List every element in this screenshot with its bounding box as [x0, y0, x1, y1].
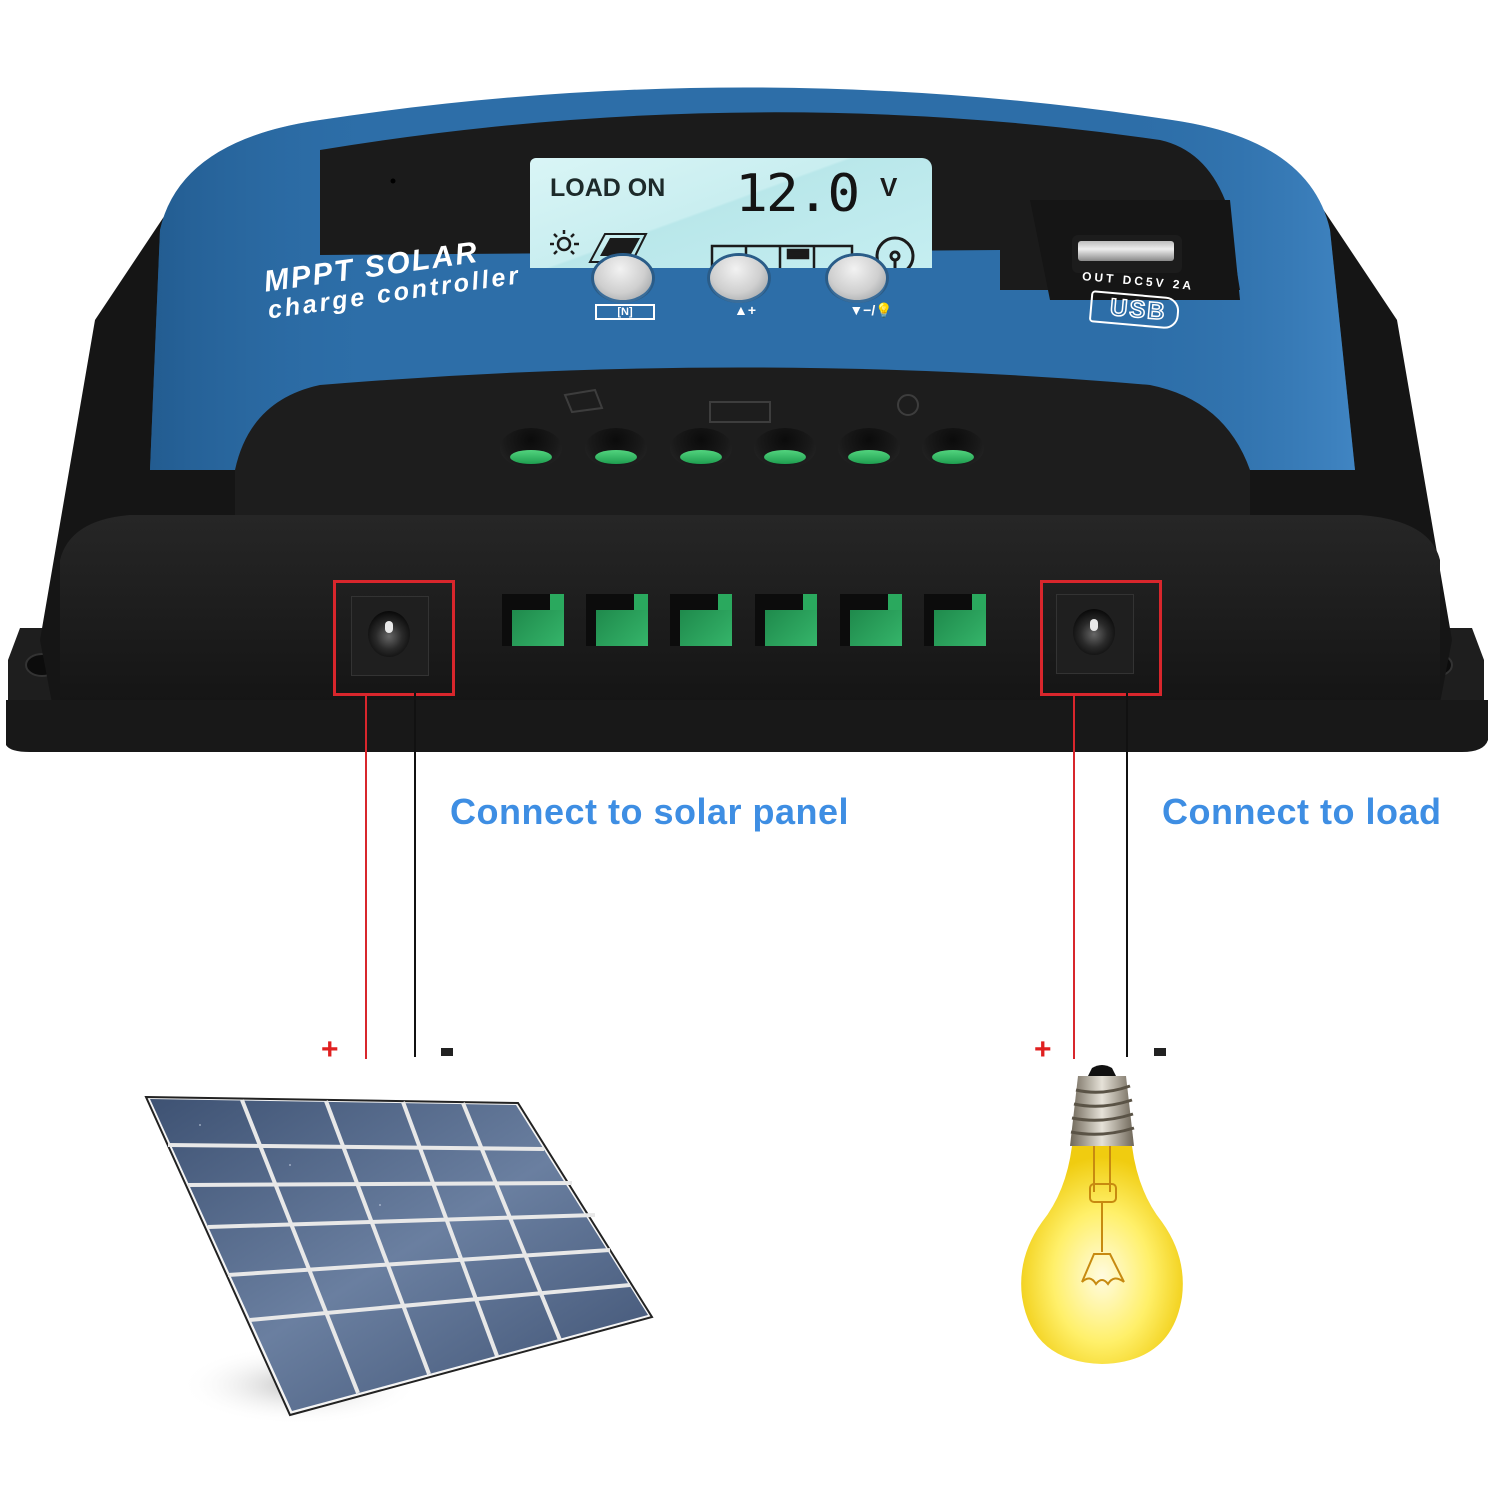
terminal-screw-battery-minus[interactable] [754, 428, 816, 468]
solar-caption: Connect to solar panel [450, 791, 850, 832]
lcd-voltage-value: 12.0 [735, 164, 860, 224]
down-minus-bulb-icon: ▼−/💡 [849, 302, 893, 318]
terminal-screw-load-plus[interactable] [838, 428, 900, 468]
light-bulb-illustration [1021, 1065, 1183, 1364]
menu-icon: [N] [595, 304, 655, 320]
load-negative-wire [1126, 693, 1128, 1057]
load-dc-jack[interactable] [1056, 594, 1134, 674]
lcd-icon-row [550, 230, 915, 268]
terminal-screw-battery-plus[interactable] [670, 428, 732, 468]
usb-port-connector [1078, 241, 1174, 261]
lcd-display: LOAD ON 12.0 V [530, 158, 932, 268]
terminal-hole-solar-minus[interactable] [586, 594, 648, 646]
load-minus-sign [1154, 1048, 1166, 1056]
load-positive-wire [1073, 693, 1075, 1059]
terminal-screw-solar-plus[interactable] [500, 428, 562, 468]
load-caption: Connect to load [1162, 791, 1442, 832]
load-plus-sign: + [1034, 1033, 1052, 1066]
load-jack-highlight [1040, 580, 1162, 696]
solar-minus-sign [441, 1048, 453, 1056]
controller-body-shape [6, 87, 1488, 752]
solar-positive-wire [365, 693, 367, 1059]
terminal-screw-load-minus[interactable] [922, 428, 984, 468]
sun-icon [550, 230, 579, 255]
up-plus-icon: ▲+ [733, 302, 757, 318]
menu-button[interactable] [594, 256, 652, 300]
lcd-voltage-unit: V [880, 172, 898, 202]
charge-controller: LOAD ON 12.0 V [6, 87, 1488, 752]
solar-negative-wire [414, 693, 416, 1057]
terminal-hole-load-plus[interactable] [840, 594, 902, 646]
terminal-screw-solar-minus[interactable] [585, 428, 647, 468]
down-button[interactable] [828, 256, 886, 300]
usb-port[interactable] [1072, 235, 1182, 273]
solar-dc-jack[interactable] [351, 596, 429, 676]
terminal-hole-battery-plus[interactable] [670, 594, 732, 646]
up-button[interactable] [710, 256, 768, 300]
terminal-hole-battery-minus[interactable] [755, 594, 817, 646]
terminal-hole-solar-plus[interactable] [502, 594, 564, 646]
solar-panel-illustration [144, 1095, 654, 1425]
solar-jack-highlight [333, 580, 455, 696]
lcd-load-status: LOAD ON [550, 174, 666, 202]
bulb-icon [875, 236, 915, 268]
terminal-hole-load-minus[interactable] [924, 594, 986, 646]
terminal-label-icons [563, 388, 919, 423]
solar-plus-sign: + [321, 1033, 339, 1066]
